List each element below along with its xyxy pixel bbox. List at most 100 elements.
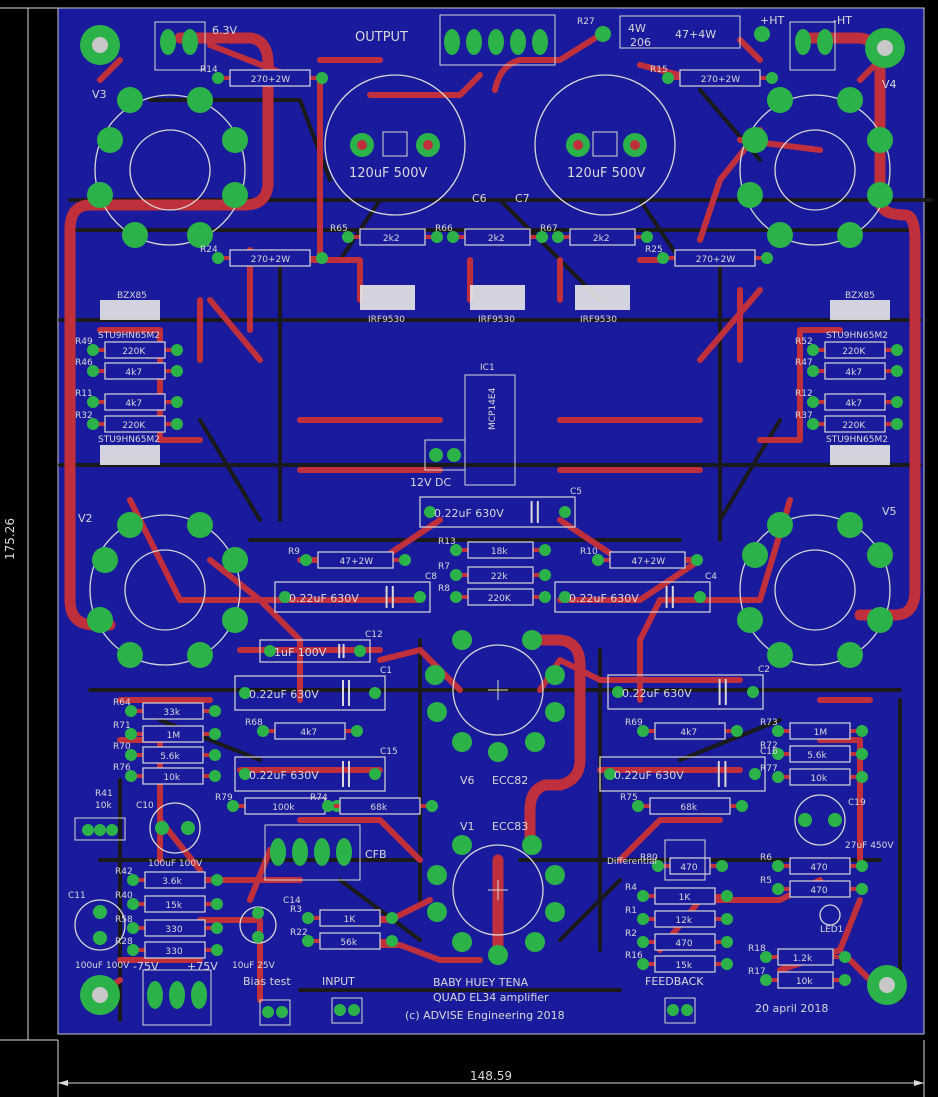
resistor-value: 470 [680,863,697,873]
tube-socket-v3: V3 [87,87,248,248]
resistor-value: 2k2 [488,234,505,244]
resistor-value: 10k [163,773,180,783]
resistor-value: 4k7 [845,399,862,409]
resistor-value: 220K [842,347,866,357]
board-date: 20 april 2018 [755,1002,828,1015]
resistor-value: 330 [165,925,182,935]
resistor-value: 270+2W [251,75,290,85]
resistor-ref: R52 [795,337,813,347]
resistor-value: 220K [488,594,512,604]
resistor-value: 15k [675,961,692,971]
resistor-value: 4k7 [125,399,142,409]
dimension-vertical: 175.26 [0,7,58,1041]
svg-text:47+4W: 47+4W [675,28,716,41]
resistor-r27: R27 4W 206 47+4W [577,15,770,49]
resistor-value: 15k [165,901,182,911]
svg-text:IC1: IC1 [480,363,495,373]
resistor-value: 56k [340,938,357,948]
resistor-ref: R12 [795,389,813,399]
cap-ref: C4 [705,572,717,582]
resistor-ref: R37 [795,411,813,421]
svg-text:27uF 450V: 27uF 450V [845,841,894,851]
resistor-ref: R24 [200,245,218,255]
resistor-value: 220K [122,347,146,357]
dim-width: 148.59 [470,1069,512,1083]
resistor-ref: R1 [625,906,637,916]
resistor-ref: R49 [75,337,93,347]
cap-value: 0.22uF 630V [569,592,639,605]
mosfet-label: STU9HN65M2 [98,435,160,445]
resistor-value: 4k7 [845,368,862,378]
tube-socket-v2: V2 [78,512,248,668]
heater-label: 6.3V [212,24,237,37]
resistor-ref: R77 [760,764,778,774]
cap-ref: C1 [380,666,392,676]
cap-ref: C5 [570,487,582,497]
mosfet-label: STU9HN65M2 [98,331,160,341]
big-cap-c7: 120uF 500V C7 [515,74,676,216]
svg-text:Bias test: Bias test [243,975,291,988]
svg-text:C19: C19 [848,798,866,808]
resistor-ref: R9 [288,547,300,557]
resistor-ref: R14 [200,65,218,75]
resistor-value: 470 [675,939,692,949]
bias-supply-connector: -75V +75V [133,960,218,1026]
tube-socket-v5: V5 [737,505,897,668]
cap-value: 0.22uF 630V [434,507,504,520]
tube-socket-v1: V1 ECC83 [427,820,565,965]
cap-ref: C6 [472,192,487,205]
resistor-value: 330 [165,947,182,957]
resistor-r37: 220K R37 [795,411,903,433]
svg-text:R27: R27 [577,17,595,27]
ic1: IC1 MCP14E4 [464,363,516,486]
cap-c10: C10 100uF 100V [136,801,203,869]
resistor-value: 220K [842,421,866,431]
resistor-ref: R28 [115,937,133,947]
cfb-connector: CFB [264,824,387,881]
resistor-value: 22k [491,572,508,582]
resistor-value: 33k [163,708,180,718]
board-title: BABY HUEY TENA [433,976,529,989]
resistor-layer: 270+2WR14270+2WR15270+2WR24270+2WR252k2R… [75,65,903,989]
resistor-value: 1M [167,731,181,741]
led1: LED1 [819,904,843,935]
output-label: OUTPUT [355,30,408,45]
cap-value: 120uF 500V [567,166,645,181]
cap-value: 0.22uF 630V [249,769,319,782]
resistor-ref: R6 [760,853,772,863]
resistor-r28: 330 R28 [115,937,223,959]
resistor-value: 12k [675,916,692,926]
svg-text:100uF 100V: 100uF 100V [75,961,130,971]
silkscreen-title: BABY HUEY TENA QUAD EL34 amplifier (c) A… [405,976,828,1022]
dim-height: 175.26 [3,518,17,560]
resistor-ref: R47 [795,358,813,368]
cap-ref: C16 [760,747,778,757]
resistor-ref: R79 [215,793,233,803]
resistor-ref: R65 [330,224,348,234]
ht-minus-label: -HT [833,14,852,27]
resistor-value: 2k2 [593,234,610,244]
resistor-value: 1M [814,728,828,738]
svg-text:+75V: +75V [187,960,218,973]
svg-text:100uF 100V: 100uF 100V [148,859,203,869]
zener-label: BZX85 [845,291,875,301]
